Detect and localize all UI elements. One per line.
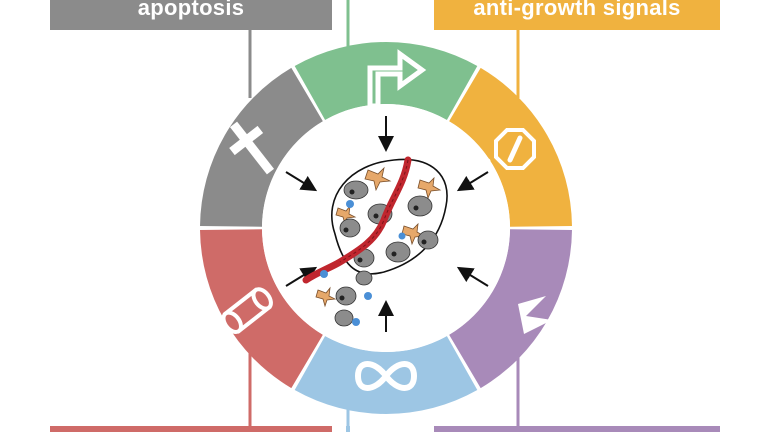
no-entry-icon xyxy=(485,128,536,170)
segment-growth-signals xyxy=(294,41,478,120)
immune-cells xyxy=(320,200,406,326)
anti-growth-label-box: anti-growth signals xyxy=(434,0,720,30)
bottom-purple-bar xyxy=(434,426,720,432)
bottom-red-bar xyxy=(50,426,332,432)
notch-icon xyxy=(518,296,552,334)
arrow-right-icon xyxy=(367,49,427,109)
segment-apoptosis xyxy=(200,67,323,227)
segment-angiogenesis xyxy=(449,229,572,389)
cell-nuclei xyxy=(339,189,427,301)
arrow-upper-right xyxy=(456,171,489,192)
tumor-illustration xyxy=(302,156,448,327)
apoptosis-label-box: apoptosis xyxy=(50,0,332,30)
anti-growth-label: anti-growth signals xyxy=(473,0,681,20)
tumor-cells xyxy=(334,180,439,327)
infinity-icon xyxy=(354,361,418,391)
inward-arrows xyxy=(285,116,489,332)
bottom-blue-bar xyxy=(346,426,350,432)
cross-icon xyxy=(229,121,275,175)
arrow-lower-right xyxy=(456,266,489,287)
hallmark-ring xyxy=(200,41,572,414)
arrow-lower-left xyxy=(285,266,318,287)
arrow-upper-left xyxy=(285,171,318,192)
apoptosis-label: apoptosis xyxy=(137,0,245,20)
cylinder-icon xyxy=(221,287,273,334)
